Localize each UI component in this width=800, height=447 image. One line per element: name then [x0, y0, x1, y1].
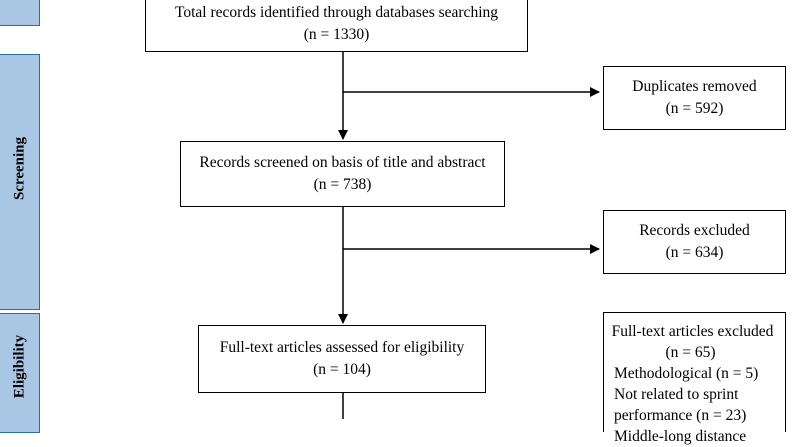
- excluded-line: performance (n = 23): [614, 407, 747, 424]
- box-records-identified-text: Total records identified through databas…: [174, 4, 498, 21]
- box-duplicates-text: Duplicates removed: [632, 78, 757, 95]
- excluded-line: Methodological (n = 5): [614, 365, 759, 382]
- excluded-line: Full-text articles excluded: [611, 323, 774, 340]
- box-duplicates-removed: Duplicates removed (n = 592): [603, 66, 786, 130]
- flow-connectors: [338, 52, 600, 419]
- box-screened-count: (n = 738): [313, 176, 372, 193]
- stage-panel-identification: [0, 0, 40, 26]
- box-assessed-count: (n = 104): [313, 361, 371, 378]
- stage-panel-eligibility: [0, 313, 40, 433]
- box-records-screened: Records screened on basis of title and a…: [180, 141, 505, 207]
- stage-panel-screening: [0, 54, 40, 310]
- box-screened-text: Records screened on basis of title and a…: [199, 154, 486, 171]
- excluded-line: Middle-long distance: [614, 428, 747, 445]
- box-records-identified-count: (n = 1330): [303, 26, 370, 43]
- box-excluded-count: (n = 634): [665, 244, 724, 261]
- box-assessed-text: Full-text articles assessed for eligibil…: [219, 339, 465, 356]
- box-records-excluded: Records excluded (n = 634): [603, 210, 786, 274]
- box-fulltext-assessed: Full-text articles assessed for eligibil…: [198, 325, 486, 393]
- box-duplicates-count: (n = 592): [665, 100, 724, 117]
- box-excluded-text: Records excluded: [639, 222, 750, 239]
- excluded-line: (n = 65): [665, 344, 716, 361]
- excluded-line: Not related to sprint: [614, 386, 739, 403]
- box-records-identified: Total records identified through databas…: [145, 0, 528, 52]
- box-fulltext-excluded: Full-text articles excluded (n = 65) Met…: [603, 312, 786, 445]
